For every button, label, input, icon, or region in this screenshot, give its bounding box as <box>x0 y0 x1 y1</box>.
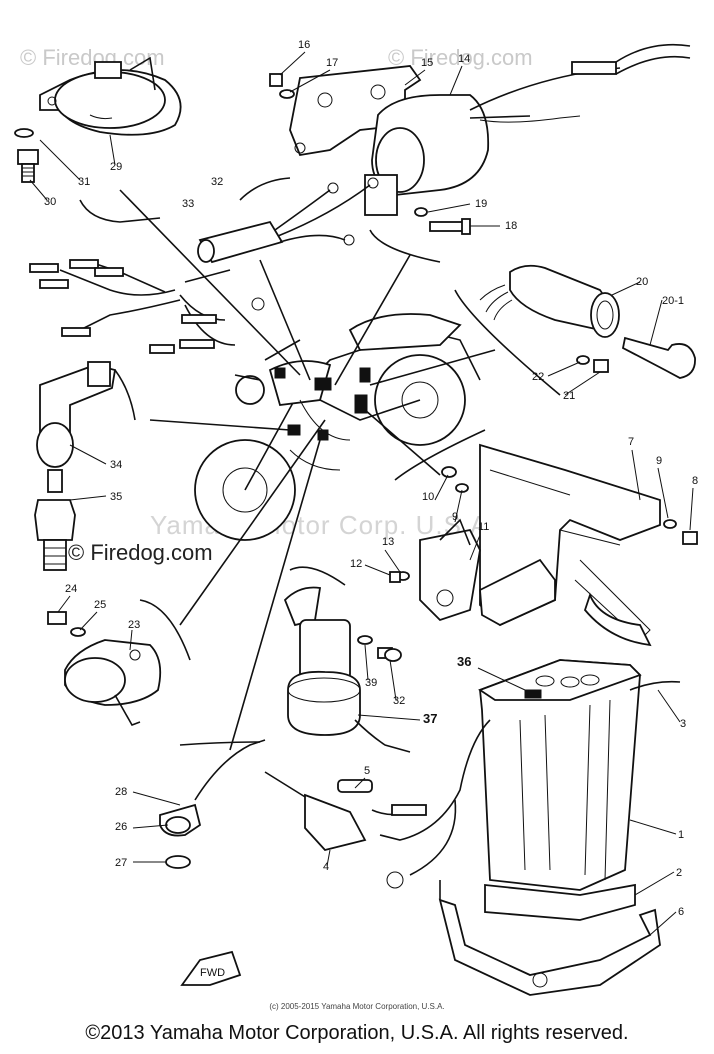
callout-7: 7 <box>628 436 634 448</box>
relay-screw-washer <box>47 611 86 637</box>
callout-21: 21 <box>563 390 575 402</box>
callout-37: 37 <box>423 711 437 726</box>
regulator-unit <box>283 586 411 753</box>
callout-24: 24 <box>65 583 77 595</box>
ignition-key <box>621 336 696 379</box>
callout-11: 11 <box>478 521 489 533</box>
callout-22: 22 <box>532 371 544 383</box>
callout-34: 34 <box>110 459 122 471</box>
callout-17: 17 <box>326 57 338 69</box>
watermark-top-left: © Firedog.com <box>20 45 165 70</box>
callout-12: 12 <box>350 558 362 570</box>
callout-9: 9 <box>656 455 662 467</box>
callout-19: 19 <box>475 198 487 210</box>
callout-23: 23 <box>128 619 140 631</box>
callout-39: 39 <box>365 677 377 689</box>
fwd-arrow: FWD <box>180 950 242 986</box>
callout-32: 32 <box>211 176 223 188</box>
ignition-coil <box>364 43 691 216</box>
callout-25: 25 <box>94 599 106 611</box>
callout-10: 10 <box>422 491 434 503</box>
bracket-bolts <box>441 466 698 545</box>
leader-lines <box>79 189 561 751</box>
plug-cap <box>36 361 117 468</box>
motorcycle-outline <box>194 313 481 541</box>
exploded-view-drawing: FWD 16 17 15 14 29 31 30 32 33 19 18 20 … <box>14 39 698 996</box>
callout-18: 18 <box>505 220 517 232</box>
callout-5: 5 <box>364 765 370 777</box>
callout-30: 30 <box>44 196 56 208</box>
spark-plug <box>34 469 76 571</box>
callout-20-1: 20-1 <box>662 295 684 307</box>
battery <box>379 659 681 921</box>
wire-harness-sleeve <box>197 177 379 264</box>
bracket-screw-washer <box>269 73 295 99</box>
callout-9b: 9 <box>452 511 458 523</box>
rectifier-mount <box>389 518 556 627</box>
coil-bolt <box>414 207 471 235</box>
callout-16: 16 <box>298 39 310 51</box>
site-label: © Firedog.com <box>68 540 213 565</box>
horn-bolt-washer <box>14 128 39 183</box>
fwd-label: FWD <box>200 967 225 979</box>
fuse-holder <box>264 771 427 852</box>
callout-27: 27 <box>115 857 127 869</box>
flasher-relay <box>64 639 162 726</box>
callout-3: 3 <box>680 718 686 730</box>
callout-26: 26 <box>115 821 127 833</box>
callout-20: 20 <box>636 276 648 288</box>
callout-8: 8 <box>692 475 698 487</box>
callout-33: 33 <box>182 198 194 210</box>
horn-part <box>39 56 182 136</box>
main-switch <box>479 264 620 338</box>
main-wire-harness <box>29 259 265 354</box>
callout-labels: 16 17 15 14 29 31 30 32 33 19 18 20 20-1… <box>44 39 698 918</box>
callout-6: 6 <box>678 906 684 918</box>
fineprint-copyright: (c) 2005-2015 Yamaha Motor Corporation, … <box>269 1002 445 1011</box>
callout-28: 28 <box>115 786 127 798</box>
callout-13: 13 <box>382 536 394 548</box>
callout-4: 4 <box>323 861 329 873</box>
callout-leaders <box>29 51 694 936</box>
battery-band <box>438 880 661 996</box>
callout-1: 1 <box>678 829 684 841</box>
callout-35: 35 <box>110 491 122 503</box>
callout-32b: 32 <box>393 695 405 707</box>
switch-screw-washer <box>576 355 609 373</box>
callout-2: 2 <box>676 867 682 879</box>
callout-36: 36 <box>457 654 471 669</box>
callout-29: 29 <box>110 161 122 173</box>
callout-31: 31 <box>78 176 90 188</box>
callout-14: 14 <box>458 53 470 65</box>
watermark-top-right: © Firedog.com <box>388 45 533 70</box>
callout-15: 15 <box>421 57 433 69</box>
copyright-footer: ©2013 Yamaha Motor Corporation, U.S.A. A… <box>85 1022 629 1044</box>
